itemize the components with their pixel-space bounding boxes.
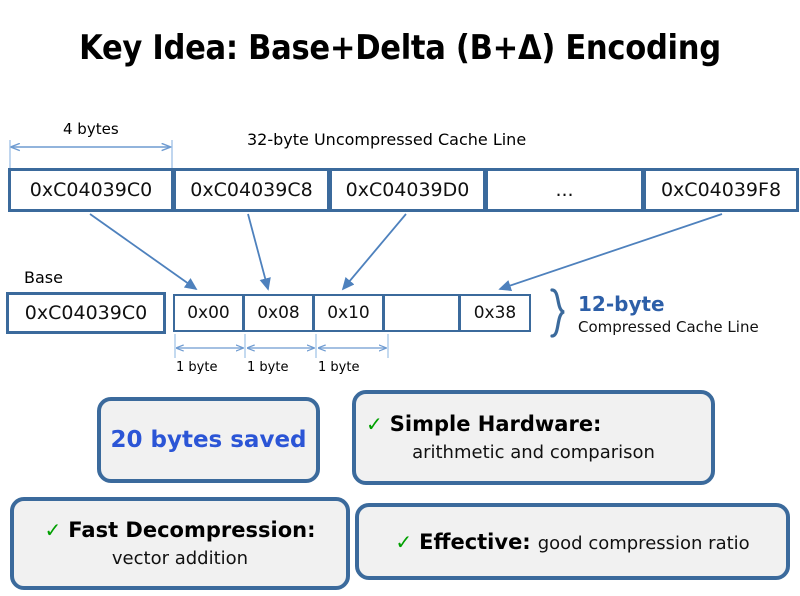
one-byte-label: 1 byte (318, 360, 360, 375)
compressed-caption: Compressed Cache Line (578, 318, 759, 336)
uncompressed-cell[interactable]: 0xC04039F8 (643, 168, 799, 212)
benefit-effective-box[interactable]: ✓ Effective: good compression ratio (355, 503, 790, 580)
benefit-bytes-saved-box[interactable]: 20 bytes saved (97, 397, 320, 483)
uncompressed-cell-ellipsis[interactable]: ... (485, 168, 644, 212)
one-byte-dimensions (174, 334, 389, 358)
benefit-simple-hardware-box[interactable]: ✓ Simple Hardware: arithmetic and compar… (352, 390, 715, 485)
compressed-size-label: 12-byte (578, 292, 665, 316)
four-bytes-dimension (9, 140, 173, 168)
base-label: Base (24, 268, 63, 287)
uncompressed-cell[interactable]: 0xC04039C0 (8, 168, 174, 212)
check-icon: ✓ (366, 412, 383, 436)
benefit-heading: Effective: (419, 529, 531, 554)
benefit-subtext: vector addition (111, 548, 249, 569)
delta-cell[interactable]: 0x10 (313, 294, 384, 332)
page-title: Key Idea: Base+Delta (B+Δ) Encoding (79, 28, 721, 68)
base-value-box[interactable]: 0xC04039C0 (6, 292, 166, 334)
one-byte-label: 1 byte (176, 360, 218, 375)
benefit-fast-decompression-box[interactable]: ✓ Fast Decompression: vector addition (10, 497, 350, 590)
delta-connector-arrows (89, 213, 723, 292)
compressed-size-brace (550, 288, 565, 338)
benefit-heading: Simple Hardware: (389, 412, 602, 436)
delta-cell[interactable]: 0x38 (459, 294, 531, 332)
delta-cell-blank[interactable] (383, 294, 460, 332)
benefit-heading: Fast Decompression: (68, 518, 316, 542)
compressed-delta-row: 0x00 0x08 0x10 0x38 (173, 294, 531, 332)
uncompressed-cell[interactable]: 0xC04039D0 (329, 168, 486, 212)
uncompressed-cell[interactable]: 0xC04039C8 (173, 168, 330, 212)
uncompressed-cache-line: 0xC04039C0 0xC04039C8 0xC04039D0 ... 0xC… (8, 168, 799, 212)
benefit-subtext: arithmetic and comparison (412, 442, 655, 463)
bytes-saved-text: 20 bytes saved (110, 427, 307, 453)
one-byte-label: 1 byte (247, 360, 289, 375)
four-bytes-label: 4 bytes (63, 120, 119, 138)
uncompressed-caption: 32-byte Uncompressed Cache Line (247, 130, 527, 149)
delta-cell[interactable]: 0x00 (173, 294, 244, 332)
benefit-subtext: good compression ratio (537, 532, 750, 554)
check-icon: ✓ (395, 529, 413, 554)
check-icon: ✓ (44, 518, 62, 542)
delta-cell[interactable]: 0x08 (243, 294, 314, 332)
